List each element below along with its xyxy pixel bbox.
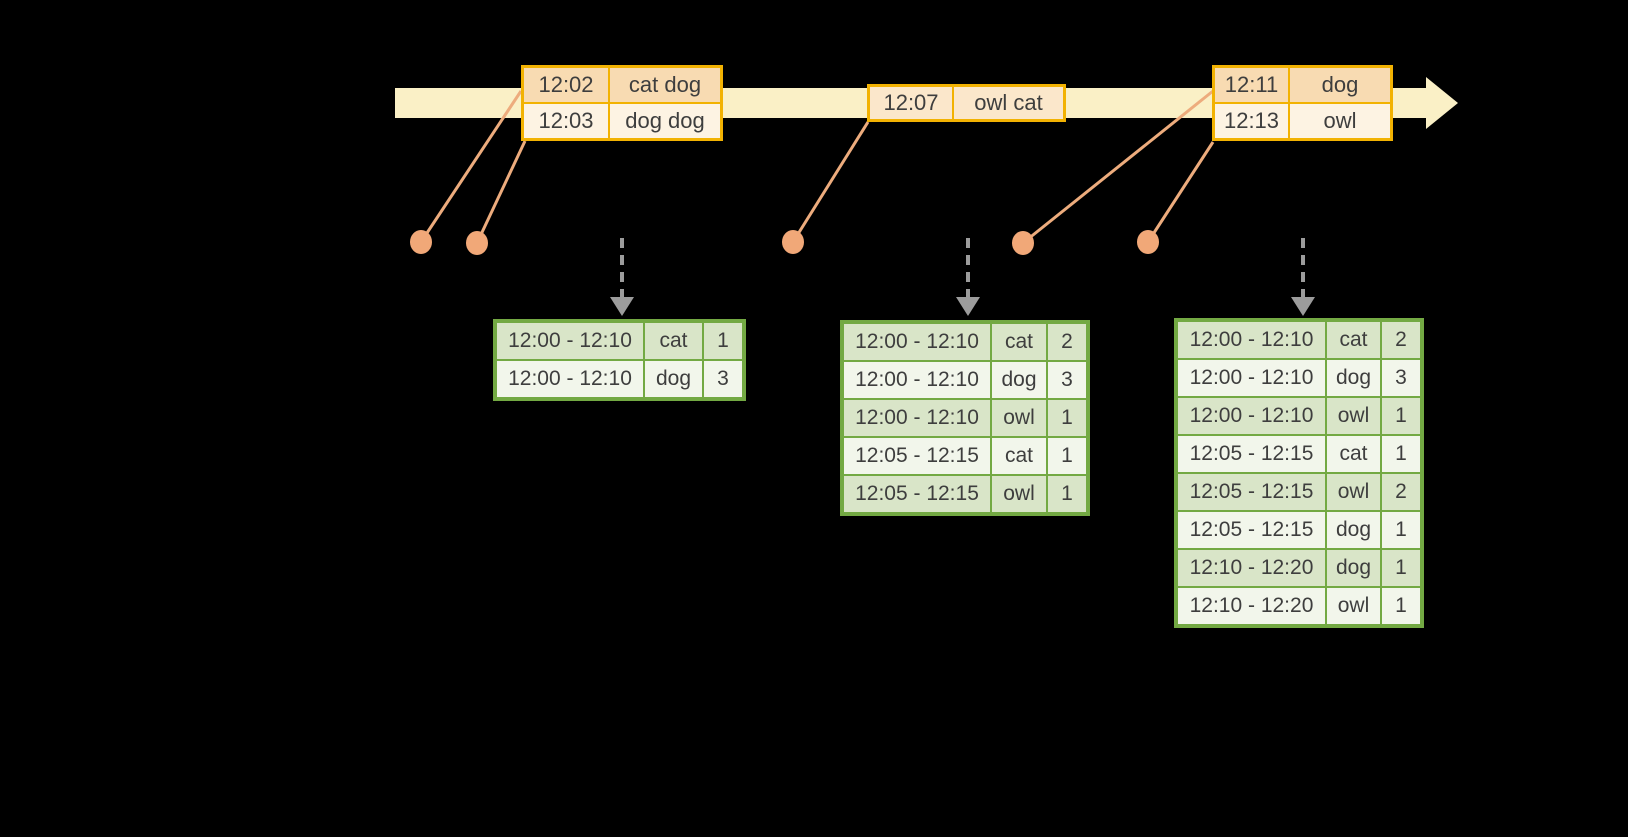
table-cell: 3: [704, 361, 742, 397]
arrow-down-icon: [610, 297, 634, 316]
table-cell: cat: [645, 323, 702, 359]
event-connector-lines: [419, 89, 1215, 245]
event-connector-line: [1022, 89, 1214, 245]
table-cell: 3: [1382, 360, 1420, 396]
table-cell: 12:11: [1215, 68, 1288, 102]
table-cell: 12:05 - 12:15: [1178, 436, 1325, 472]
table-cell: 12:10 - 12:20: [1178, 588, 1325, 624]
table-cell: 1: [1382, 436, 1420, 472]
table-cell: 12:00 - 12:10: [497, 361, 643, 397]
table-cell: 12:00 - 12:10: [1178, 398, 1325, 434]
table-cell: dog: [1290, 68, 1390, 102]
table-cell: 2: [1382, 474, 1420, 510]
table-cell: dog: [645, 361, 702, 397]
table-cell: owl: [1327, 398, 1380, 434]
table-cell: 12:00 - 12:10: [844, 362, 990, 398]
table-cell: owl cat: [954, 87, 1063, 119]
table-cell: 1: [1382, 588, 1420, 624]
table-cell: 1: [1382, 512, 1420, 548]
table-cell: 12:00 - 12:10: [1178, 360, 1325, 396]
event-dot-icon: [782, 230, 804, 254]
table-cell: 12:13: [1215, 104, 1288, 138]
table-cell: dog: [1327, 360, 1380, 396]
table-cell: 12:02: [524, 68, 608, 102]
table-cell: 12:10 - 12:20: [1178, 550, 1325, 586]
table-cell: owl: [992, 400, 1046, 436]
table-cell: 1: [1048, 400, 1086, 436]
table-cell: dog: [1327, 550, 1380, 586]
table-cell: 1: [1048, 438, 1086, 474]
table-cell: dog dog: [610, 104, 720, 138]
event-dot-icon: [410, 230, 432, 254]
arrow-down-icon: [1291, 297, 1315, 316]
table-cell: 12:05 - 12:15: [1178, 474, 1325, 510]
table-cell: cat: [992, 438, 1046, 474]
table-cell: 12:00 - 12:10: [844, 324, 990, 360]
table-cell: 1: [1048, 476, 1086, 512]
table-cell: 12:05 - 12:15: [844, 438, 990, 474]
event-connector-line: [419, 90, 523, 243]
table-cell: 3: [1048, 362, 1086, 398]
arrow-down-icon: [956, 297, 980, 316]
event-connector-line: [475, 140, 527, 244]
table-cell: cat dog: [610, 68, 720, 102]
event-dot-icon: [466, 231, 488, 255]
trigger-arrows: [610, 238, 1315, 316]
table-cell: 12:05 - 12:15: [1178, 512, 1325, 548]
table-cell: 12:07: [870, 87, 952, 119]
event-dots: [410, 230, 1159, 255]
event-dot-icon: [1012, 231, 1034, 255]
table-cell: 2: [1048, 324, 1086, 360]
table-cell: dog: [1327, 512, 1380, 548]
event-connector-line: [1146, 141, 1215, 243]
table-cell: 12:00 - 12:10: [844, 400, 990, 436]
table-cell: 1: [1382, 398, 1420, 434]
table-cell: owl: [1327, 474, 1380, 510]
table-cell: owl: [1290, 104, 1390, 138]
table-cell: owl: [992, 476, 1046, 512]
table-cell: 12:05 - 12:15: [844, 476, 990, 512]
timeline-arrowhead-icon: [1426, 77, 1458, 129]
table-cell: owl: [1327, 588, 1380, 624]
table-cell: 1: [1382, 550, 1420, 586]
table-cell: cat: [992, 324, 1046, 360]
table-cell: 1: [704, 323, 742, 359]
table-cell: 12:03: [524, 104, 608, 138]
event-dot-icon: [1137, 230, 1159, 254]
table-cell: dog: [992, 362, 1046, 398]
table-cell: 12:00 - 12:10: [497, 323, 643, 359]
table-cell: cat: [1327, 436, 1380, 472]
table-cell: 12:00 - 12:10: [1178, 322, 1325, 358]
table-cell: 2: [1382, 322, 1420, 358]
event-connector-line: [791, 121, 870, 243]
table-cell: cat: [1327, 322, 1380, 358]
